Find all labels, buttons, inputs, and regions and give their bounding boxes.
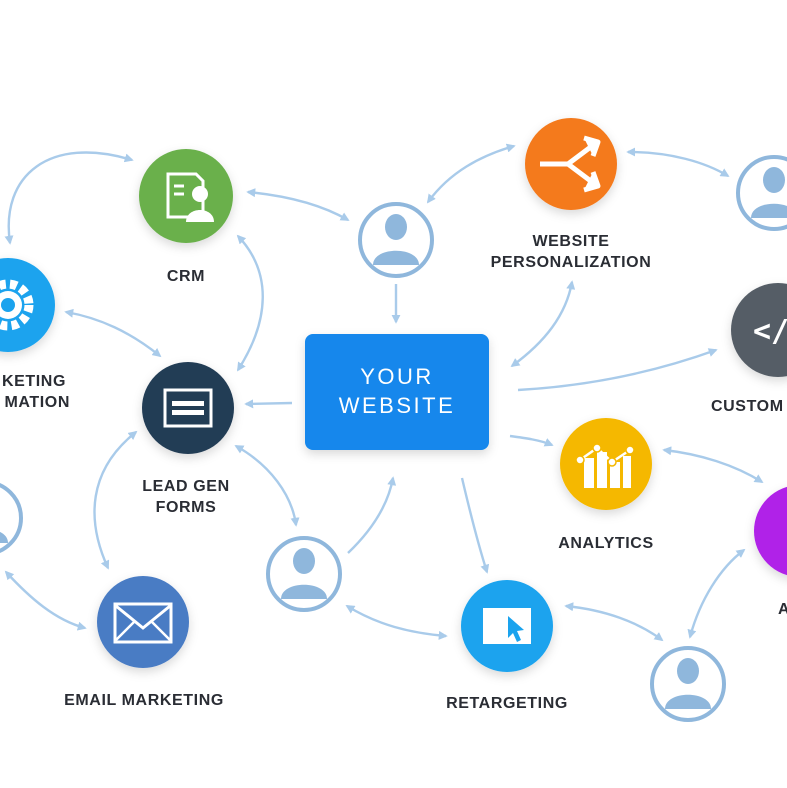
marketing-automation-node[interactable]: KETING MATION <box>0 258 70 411</box>
person-icon <box>281 548 327 599</box>
custom-code-node[interactable]: </ CUSTOM <box>711 283 787 415</box>
arrow-website-leadgen <box>244 399 293 409</box>
crm-node[interactable]: CRM <box>139 149 233 285</box>
analytics-label: ANALYTICS <box>558 535 654 552</box>
chart-icon <box>575 443 635 488</box>
arrow-website-analytics <box>509 434 554 447</box>
arrow-automation-crm <box>4 151 134 245</box>
purple-partial-label: A <box>778 601 787 618</box>
visitor-avatar-1 <box>358 202 434 278</box>
retargeting-node[interactable]: RETARGETING <box>446 580 568 712</box>
email-marketing-node[interactable]: EMAIL MARKETING <box>64 576 224 709</box>
email-marketing-label: EMAIL MARKETING <box>64 692 224 709</box>
personalization-line2: PERSONALIZATION <box>491 254 652 271</box>
arrow-leadgen-visitor3 <box>234 444 300 527</box>
website-personalization-node[interactable]: WEBSITE PERSONALIZATION <box>491 118 652 271</box>
arrow-visitor1-personalization <box>426 143 516 204</box>
arrow-left-email <box>4 570 87 631</box>
custom-label: CUSTOM <box>711 398 784 415</box>
arrow-visitor3-website <box>347 476 397 554</box>
your-website-box[interactable]: YOUR WEBSITE <box>305 334 489 450</box>
contact-card-icon <box>166 172 214 222</box>
person-icon <box>373 214 419 265</box>
lead-gen-forms-node[interactable]: LEAD GEN FORMS <box>142 362 234 516</box>
cursor-window-icon <box>483 608 531 644</box>
split-arrow-icon <box>540 135 601 193</box>
personalization-line1: WEBSITE <box>532 233 609 250</box>
lead-gen-line1: LEAD GEN <box>142 478 229 495</box>
envelope-icon <box>113 602 173 644</box>
arrow-website-retargeting <box>460 477 490 574</box>
arrow-visitor3-retargeting <box>345 604 448 640</box>
arrow-leadgen-email <box>93 430 138 570</box>
marketing-automation-line2: MATION <box>4 394 70 411</box>
arrow-website-custom <box>517 348 718 392</box>
arrow-crm-leadgen <box>236 234 264 372</box>
website-line2: WEBSITE <box>339 393 456 418</box>
retargeting-label: RETARGETING <box>446 695 568 712</box>
arrow-retargeting-visitor4 <box>564 602 664 642</box>
lead-gen-line2: FORMS <box>156 499 217 516</box>
arrow-analytics-purple <box>662 446 764 484</box>
visitor-avatar-partial-left <box>0 483 23 553</box>
visitor-avatar-2 <box>736 155 787 231</box>
marketing-automation-line1: KETING <box>2 373 66 390</box>
purple-partial-node[interactable]: A <box>754 485 787 618</box>
person-icon <box>0 532 8 543</box>
arrow-personalization-visitor2 <box>626 147 730 178</box>
form-icon <box>163 388 213 428</box>
arrow-automation-leadgen <box>64 308 162 358</box>
crm-label: CRM <box>167 268 205 285</box>
arrow-visitor4-purple <box>687 548 746 639</box>
person-icon <box>751 167 787 218</box>
visitor-avatar-3 <box>266 536 342 612</box>
website-line1: YOUR <box>360 364 434 389</box>
person-icon <box>665 658 711 709</box>
visitor-avatar-4 <box>650 646 726 722</box>
arrow-crm-visitor1 <box>246 188 350 222</box>
gear-icon <box>0 279 34 331</box>
analytics-node[interactable]: ANALYTICS <box>558 418 654 552</box>
connector-arrows <box>4 143 764 642</box>
arrow-personalization-website <box>510 280 576 368</box>
code-brackets-icon: </ <box>753 314 787 349</box>
